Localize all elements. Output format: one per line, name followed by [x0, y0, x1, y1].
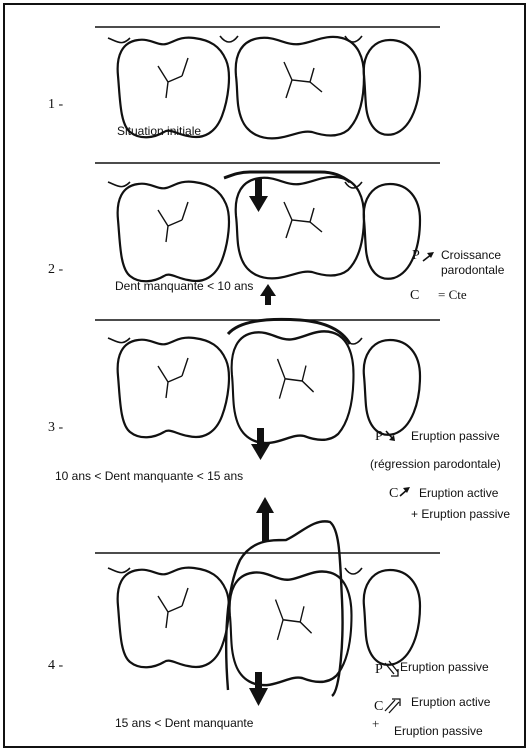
arrow-up-right-icon: [400, 487, 410, 496]
stage-2-number: 2 -: [48, 262, 64, 277]
down-arrow-icon: [249, 178, 268, 212]
stage-3-illustration: [95, 319, 440, 460]
c-symbol: C: [374, 699, 383, 714]
arrow-down-right-icon: [386, 431, 395, 441]
stage-4-p-text: Eruption passive: [400, 660, 489, 674]
stage-1-illustration: [95, 27, 440, 138]
p-symbol: P: [375, 662, 383, 677]
c-symbol: C: [389, 486, 398, 501]
stage-2-caption: Dent manquante < 10 ans: [115, 279, 253, 293]
stage-4-caption: 15 ans < Dent manquante: [115, 716, 254, 730]
stage-3-c-text-1: Eruption active: [419, 486, 499, 500]
stage-3-c-text-2: + Eruption passive: [411, 507, 510, 521]
stage-3-caption: 10 ans < Dent manquante < 15 ans: [55, 469, 243, 483]
stage-4-illustration: [95, 521, 440, 706]
stage-2-illustration: [95, 163, 440, 281]
stage-2-c-text: = Cte: [438, 287, 467, 302]
stage-3-p-text-2: (régression parodontale): [370, 457, 501, 471]
up-arrow-icon: [260, 284, 276, 305]
stage-1-number: 1 -: [48, 97, 64, 112]
down-arrow-icon: [251, 428, 270, 460]
stage-4-c-text: Eruption active: [411, 695, 491, 709]
double-arrow-up-right-icon: [385, 699, 400, 713]
up-arrow-icon: [256, 497, 274, 542]
stage-3-p-text-1: Eruption passive: [411, 429, 500, 443]
arrow-up-right-icon: [423, 252, 434, 261]
stage-4-number: 4 -: [48, 658, 64, 673]
stage-4-plus: +: [372, 716, 379, 731]
stage-2-p-text-2: parodontale: [441, 263, 505, 277]
p-symbol: P: [375, 429, 383, 444]
c-symbol: C: [410, 288, 419, 303]
down-arrow-icon: [249, 672, 268, 706]
stage-3-number: 3 -: [48, 420, 64, 435]
stage-2-p-text-1: Croissance: [441, 248, 501, 262]
stage-1-caption: Situation initiale: [117, 124, 201, 138]
stage-4-plus-text: Eruption passive: [394, 724, 483, 738]
p-symbol: P: [412, 248, 420, 263]
